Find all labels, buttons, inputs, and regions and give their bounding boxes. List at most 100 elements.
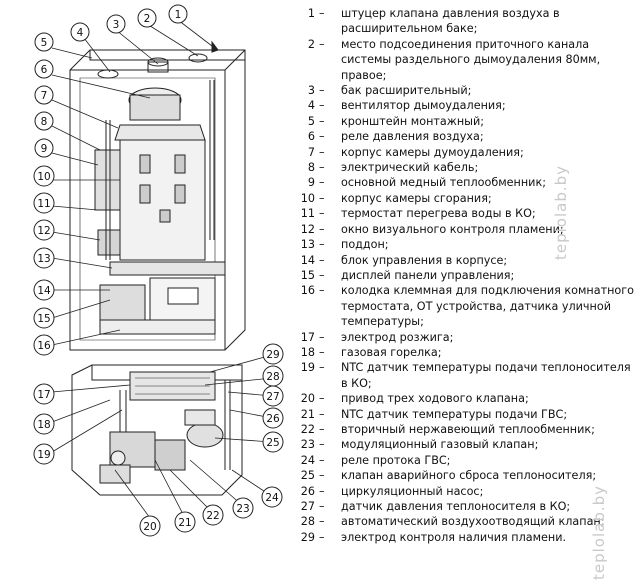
svg-text:5: 5 <box>41 37 48 49</box>
legend-number: 21 <box>300 407 315 421</box>
callout-7: 7 <box>34 85 54 105</box>
legend-number: 13 <box>300 238 315 252</box>
callout-1: 1 <box>168 4 188 24</box>
svg-text:27: 27 <box>266 391 279 403</box>
legend-text: колодка клеммная для подключения комнатн… <box>341 284 634 329</box>
legend-number: 26 <box>300 484 315 498</box>
legend-item: 29–электрод контроля наличия пламени. <box>295 530 635 545</box>
legend-number: 6 <box>307 130 315 144</box>
legend-number: 11 <box>300 207 315 221</box>
callout-19: 19 <box>33 443 55 465</box>
legend-dash: – <box>319 84 325 98</box>
callout-3: 3 <box>106 14 126 34</box>
callouts-top: 1 2 3 4 5 6 7 8 9 10 11 12 13 14 15 16 <box>33 4 188 356</box>
legend-item: 20–привод трех ходового клапана; <box>295 391 635 406</box>
legend-number: 4 <box>307 99 315 113</box>
svg-text:4: 4 <box>77 27 84 39</box>
legend-text: блок управления в корпусе; <box>341 253 508 267</box>
legend-dash: – <box>319 145 325 159</box>
legend-dash: – <box>319 345 325 359</box>
svg-text:11: 11 <box>37 198 50 210</box>
legend-number: 7 <box>307 145 315 159</box>
svg-text:9: 9 <box>41 143 48 155</box>
legend-dash: – <box>319 238 325 252</box>
svg-text:18: 18 <box>37 419 50 431</box>
callout-6: 6 <box>34 59 54 79</box>
callout-10: 10 <box>33 165 55 187</box>
legend-dash: – <box>319 161 325 175</box>
legend-dash: – <box>319 330 325 344</box>
legend-dash: – <box>319 37 325 51</box>
legend-text: NTC датчик температуры подачи ГВС; <box>341 407 568 421</box>
legend-dash: – <box>319 284 325 298</box>
svg-text:2: 2 <box>144 13 151 25</box>
legend-dash: – <box>319 500 325 513</box>
watermark: teplolab.by <box>552 164 570 260</box>
legend-dash: – <box>319 469 325 483</box>
legend-number: 20 <box>300 392 315 406</box>
callout-14: 14 <box>33 279 55 301</box>
svg-text:1: 1 <box>175 9 182 21</box>
legend-text: газовая горелка; <box>341 345 442 359</box>
legend-text: клапан аварийного сброса теплоносителя; <box>341 469 597 483</box>
svg-text:16: 16 <box>37 340 51 352</box>
svg-text:7: 7 <box>41 90 48 102</box>
svg-text:8: 8 <box>41 116 48 128</box>
legend-item: 14–блок управления в корпусе; <box>295 253 635 268</box>
legend-item: 12– окно визуального контроля пламени; <box>295 222 635 237</box>
svg-text:20: 20 <box>143 521 156 533</box>
legend-text: кронштейн монтажный; <box>341 114 485 128</box>
callout-12: 12 <box>33 219 55 241</box>
callout-25: 25 <box>262 431 284 453</box>
callout-23: 23 <box>232 497 254 519</box>
legend-item: 22–вторичный нержавеющий теплообменник; <box>295 422 635 437</box>
legend-dash: – <box>319 222 325 236</box>
legend-text: окно визуального контроля пламени; <box>341 222 564 236</box>
boiler-lower-drawing <box>71 364 243 496</box>
callout-16: 16 <box>33 334 55 356</box>
legend-item: 26– циркуляционный насос; <box>295 484 635 499</box>
legend-text: автоматический воздухоотводящий клапан; <box>341 515 605 529</box>
legend-dash: – <box>319 7 325 20</box>
parts-legend: 1–штуцер клапана давления воздуха в расш… <box>295 6 635 545</box>
legend-text: штуцер клапана давления воздуха в расшир… <box>341 7 560 36</box>
svg-text:15: 15 <box>37 313 50 325</box>
legend-number: 25 <box>300 469 315 483</box>
callout-20: 20 <box>139 515 161 537</box>
legend-text: бак расширительный; <box>341 84 472 98</box>
legend-dash: – <box>319 530 325 544</box>
svg-text:14: 14 <box>37 285 51 297</box>
legend-number: 16 <box>300 284 315 298</box>
legend-dash: – <box>319 253 325 267</box>
legend-dash: – <box>319 361 325 375</box>
svg-text:13: 13 <box>37 253 50 265</box>
legend-dash: – <box>319 268 325 282</box>
callout-11: 11 <box>33 192 55 214</box>
legend-number: 27 <box>300 500 315 513</box>
svg-text:19: 19 <box>37 449 50 461</box>
legend-item: 23–модуляционный газовый клапан; <box>295 437 635 452</box>
legend-number: 19 <box>300 361 315 375</box>
callout-17: 17 <box>33 383 55 405</box>
legend-text: электрод розжига; <box>341 330 454 344</box>
callout-29: 29 <box>262 343 284 365</box>
legend-number: 1 <box>307 7 315 20</box>
legend-text: датчик давления теплоносителя в КО; <box>341 500 571 513</box>
legend-item: 25– клапан аварийного сброса теплоносител… <box>295 468 635 483</box>
legend-number: 23 <box>300 438 315 452</box>
svg-text:6: 6 <box>41 64 48 76</box>
legend-dash: – <box>319 407 325 421</box>
legend-item: 4–вентилятор дымоудаления; <box>295 98 635 113</box>
legend-item: 8–электрический кабель; <box>295 160 635 175</box>
legend-item: 1– штуцер клапана давления воздуха в расш… <box>295 6 635 37</box>
legend-text: циркуляционный насос; <box>341 484 484 498</box>
callout-21: 21 <box>174 511 196 533</box>
legend-item: 19–NTC датчик температуры подачи теплоно… <box>295 360 635 391</box>
legend-item: 13–поддон; <box>295 237 635 252</box>
legend-dash: – <box>319 207 325 221</box>
legend-dash: – <box>319 484 325 498</box>
legend-text: реле протока ГВС; <box>341 453 451 467</box>
legend-number: 12 <box>300 222 315 236</box>
legend-item: 11–термостат перегрева воды в КО; <box>295 206 635 221</box>
legend-text: основной медный теплообменник; <box>341 176 546 190</box>
